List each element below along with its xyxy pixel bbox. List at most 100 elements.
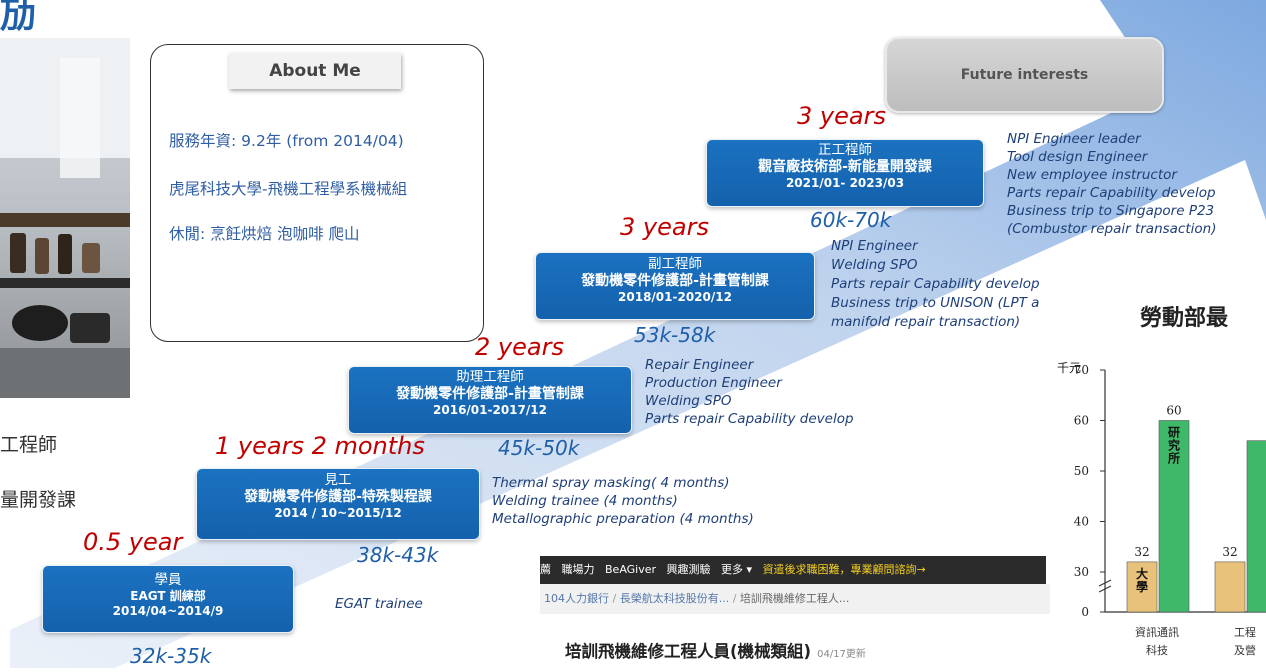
stage-dept: 發動機零件修護部-特殊製程課 — [244, 488, 432, 505]
chart-bar-label: 所 — [1168, 451, 1180, 466]
about-line-seniority: 服務年資: 9.2年 (from 2014/04) — [169, 132, 404, 150]
stage-box-apprentice: 見工 發動機零件修護部-特殊製程課 2014 / 10~2015/12 — [196, 468, 480, 540]
stage-salary: 32k-35k — [130, 644, 212, 668]
chart-y-tick-label: 40 — [1074, 515, 1089, 529]
stage-task: (Combustor repair transaction) — [1007, 221, 1217, 237]
chart-category-label: 資訊通訊 — [1135, 625, 1179, 639]
stage-dept: 觀音廠技術部-新能量開發課 — [758, 158, 932, 175]
chart-bar — [1214, 561, 1246, 613]
job-title: 培訓飛機維修工程人員(機械類組) 04/17更新 — [565, 638, 866, 662]
stage-duration: 1 years 2 months — [215, 432, 425, 460]
stage-duration: 0.5 year — [83, 528, 183, 556]
stage-task: Business trip to UNISON (LPT a — [831, 295, 1040, 311]
nav-item[interactable]: BeAGiver — [605, 563, 657, 576]
chart-title: 勞動部最 — [1140, 306, 1229, 331]
coffee-bar-photo — [0, 38, 130, 398]
stage-task: Parts repair Capability develop — [1007, 185, 1216, 201]
stage-period: 2014/04~2014/9 — [112, 603, 224, 618]
chart-value-label: 32 — [1222, 545, 1237, 559]
stage-box-assistant-engineer: 助理工程師 發動機零件修護部-計畫管制課 2016/01-2017/12 — [348, 366, 632, 434]
stage-salary: 45k-50k — [498, 436, 580, 460]
chart-bar-label: 大 — [1136, 566, 1148, 581]
chart-bar — [1246, 440, 1266, 613]
stage-task: NPI Engineer leader — [1007, 131, 1141, 147]
page-title-fragment: 劢 — [0, 0, 37, 36]
breadcrumb-item[interactable]: 104人力銀行 — [544, 592, 609, 605]
chart-category-label: 科技 — [1146, 643, 1168, 657]
breadcrumb-item: 培訓飛機維修工程人... — [739, 592, 850, 605]
chart-value-label: 60 — [1166, 404, 1181, 418]
chart-bar — [1158, 420, 1190, 613]
salary-bar-chart: 千元 0 30 40 50 60 70 32 大學 60 研究所資訊通訊科技 32 工程及營 — [1055, 350, 1266, 668]
stage-role: 學員 — [154, 572, 182, 588]
stage-dept: 發動機零件修護部-計畫管制課 — [396, 385, 584, 402]
stage-period: 2021/01- 2023/03 — [785, 176, 905, 191]
breadcrumb: 104人力銀行 / 長榮航太科技股份有... / 培訓飛機維修工程人... — [540, 584, 1050, 614]
stage-task: Tool design Engineer — [1007, 149, 1148, 165]
future-interests-box: Future interests — [885, 37, 1164, 113]
stage-task: Parts repair Capability develop — [645, 411, 854, 427]
chart-y-tick-label: 30 — [1074, 565, 1089, 579]
stage-task: New employee instructor — [1007, 167, 1177, 183]
stage-task: Repair Engineer — [645, 357, 754, 373]
nav-item[interactable]: 職場力 — [561, 563, 595, 576]
stage-role: 助理工程師 — [456, 369, 524, 385]
chart-y-tick-label: 60 — [1074, 414, 1089, 428]
job-title-text: 培訓飛機維修工程人員(機械類組) — [565, 642, 812, 661]
nav-item[interactable]: 更多 ▾ — [721, 563, 753, 576]
stage-period: 2018/01-2020/12 — [618, 290, 732, 305]
stage-dept: 發動機零件修護部-計畫管制課 — [581, 272, 769, 289]
stage-role: 正工程師 — [818, 142, 872, 158]
chart-bar-label: 學 — [1136, 579, 1148, 594]
chart-value-label: 32 — [1134, 545, 1149, 559]
stage-box-engineer: 正工程師 觀音廠技術部-新能量開發課 2021/01- 2023/03 — [706, 139, 984, 207]
stage-role: 副工程師 — [648, 256, 702, 272]
stage-box-trainee: 學員 EAGT 訓練部 2014/04~2014/9 — [42, 565, 294, 633]
promo-link[interactable]: 資遣後求職困難，專業顧問諮詢→ — [762, 563, 926, 576]
stage-task: manifold repair transaction) — [831, 314, 1021, 330]
chart-bar-label: 究 — [1168, 438, 1180, 453]
stage-task: Business trip to Singapore P23 — [1007, 203, 1215, 219]
chart-axis-break — [1098, 579, 1112, 593]
stage-duration: 3 years — [797, 102, 886, 130]
stage-period: 2014 / 10~2015/12 — [274, 506, 402, 521]
stage-duration: 2 years — [475, 333, 564, 361]
breadcrumb-item[interactable]: 長榮航太科技股份有... — [619, 592, 730, 605]
site-nav-bar: 薦 職場力 BeAGiver 興趣測驗 更多 ▾ 資遣後求職困難，專業顧問諮詢→ — [540, 556, 1046, 584]
stage-salary: 38k-43k — [357, 543, 439, 567]
stage-task: Welding trainee (4 months) — [492, 493, 678, 509]
about-me-tab: About Me — [229, 53, 401, 89]
stage-salary: 53k-58k — [634, 323, 716, 347]
about-me-card: About Me 服務年資: 9.2年 (from 2014/04) 虎尾科技大… — [150, 44, 484, 342]
updated-date: 04/17更新 — [817, 649, 866, 660]
stage-task: Parts repair Capability develop — [831, 276, 1040, 292]
stage-task: Production Engineer — [645, 375, 782, 391]
stage-task: Welding SPO — [831, 257, 918, 273]
stage-task: Welding SPO — [645, 393, 732, 409]
nav-item[interactable]: 薦 — [540, 563, 551, 576]
stage-task: NPI Engineer — [831, 238, 918, 254]
job-listing-screenshot: 薦 職場力 BeAGiver 興趣測驗 更多 ▾ 資遣後求職困難，專業顧問諮詢→… — [540, 556, 1050, 668]
chart-y-tick-label: 0 — [1081, 605, 1089, 619]
nav-item[interactable]: 興趣測驗 — [666, 563, 711, 576]
stage-task: EGAT trainee — [335, 596, 423, 612]
stage-task: Thermal spray masking( 4 months) — [492, 475, 730, 491]
chart-bar-label: 研 — [1168, 426, 1180, 440]
stage-task: Metallographic preparation (4 months) — [492, 511, 754, 527]
left-cut-line-1: 工程師 — [0, 434, 58, 456]
chart-bar — [1126, 561, 1158, 613]
about-line-hobbies: 休閒: 烹飪烘焙 泡咖啡 爬山 — [169, 225, 360, 243]
stage-role: 見工 — [324, 472, 352, 488]
chart-y-tick-label: 50 — [1074, 464, 1089, 478]
about-line-education: 虎尾科技大學-飛機工程學系機械組 — [169, 180, 408, 198]
chart-category-label: 工程 — [1234, 626, 1256, 639]
stage-salary: 60k-70k — [810, 208, 892, 232]
chart-unit-label: 千元 — [1057, 361, 1081, 375]
chart-category-label: 及營 — [1234, 644, 1256, 657]
stage-dept: EAGT 訓練部 — [130, 588, 206, 603]
left-cut-line-2: 量開發課 — [0, 489, 77, 511]
chart-y-tick-label: 70 — [1074, 363, 1089, 377]
stage-period: 2016/01-2017/12 — [433, 403, 547, 418]
stage-box-associate-engineer: 副工程師 發動機零件修護部-計畫管制課 2018/01-2020/12 — [535, 252, 815, 320]
stage-duration: 3 years — [620, 213, 709, 241]
